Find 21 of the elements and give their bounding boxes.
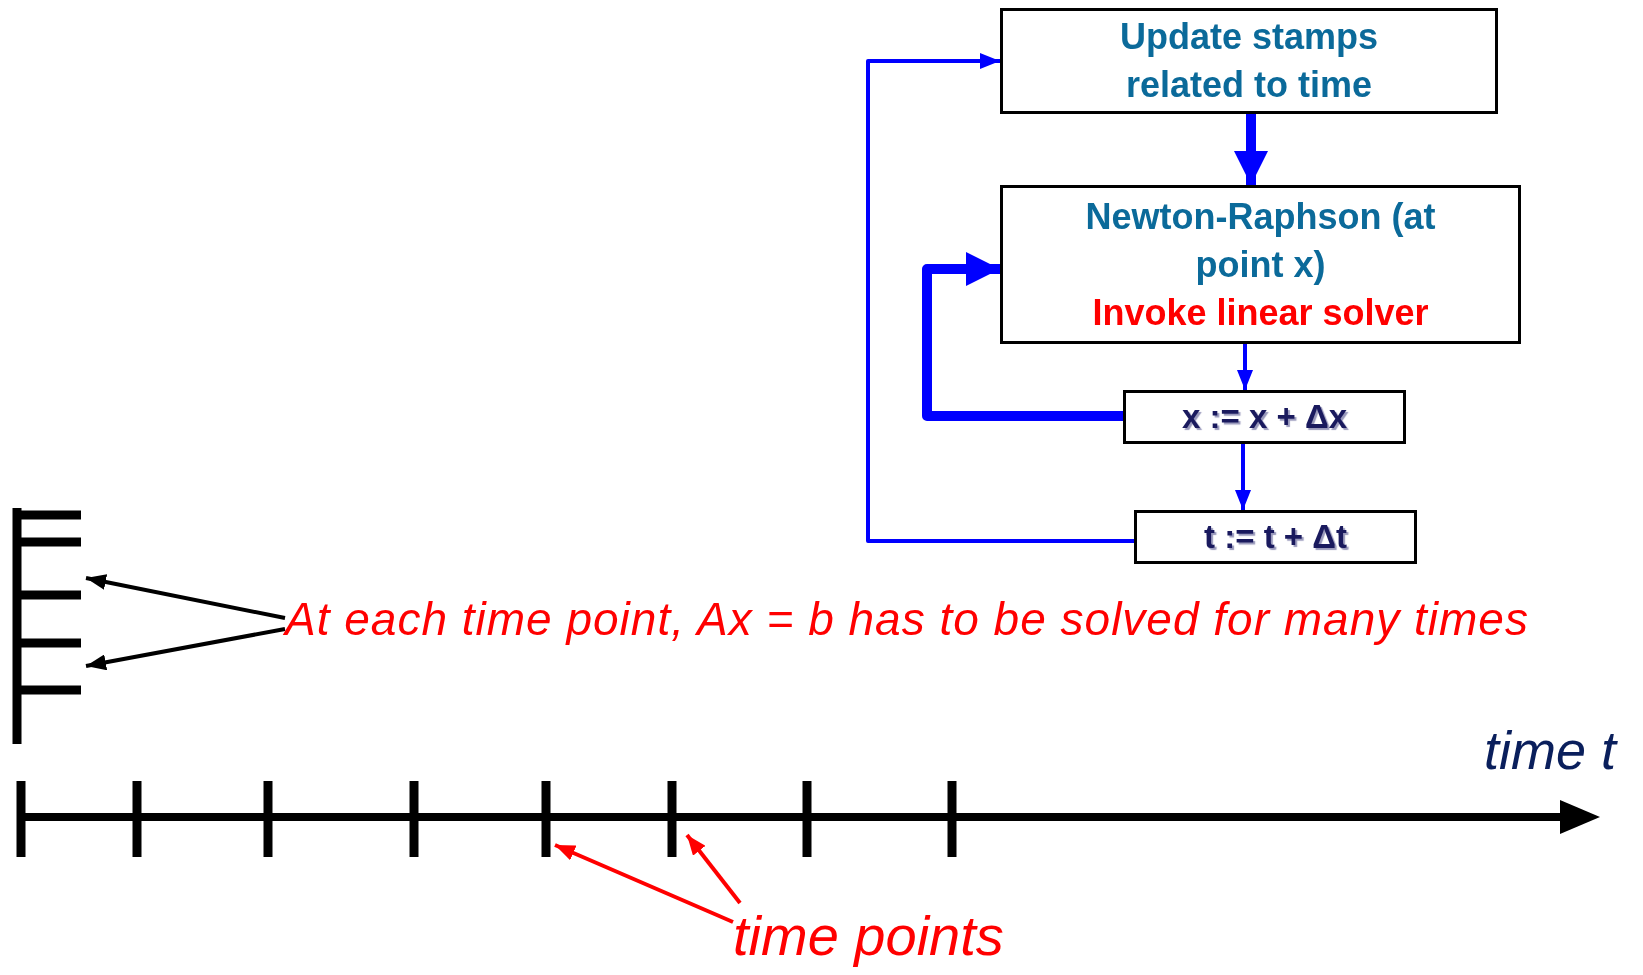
- arrow: [1234, 114, 1268, 185]
- arrow: [1237, 344, 1253, 390]
- box-text: Update stamps related to time: [1118, 15, 1380, 107]
- annotation-text: time points: [733, 904, 1004, 968]
- box-note: Invoke linear solver: [1092, 290, 1429, 335]
- arrow: [85, 627, 286, 671]
- box-text: Newton-Raphson (at point x): [1084, 194, 1437, 287]
- process-box: [1000, 185, 1521, 344]
- arrow: [922, 252, 1123, 421]
- process-box: [1123, 390, 1406, 444]
- box-text: t := t + Δt: [1204, 517, 1347, 557]
- process-box: [1134, 510, 1417, 564]
- arrow: [85, 574, 286, 620]
- annotation-text: At each time point, Ax = b has to be solved for many times: [285, 592, 1529, 646]
- box-text: x := x + Δx: [1182, 397, 1347, 437]
- leader-arrow: [554, 843, 734, 924]
- arrow: [866, 53, 1134, 543]
- process-box: [1000, 8, 1498, 114]
- leader-arrow: [685, 833, 742, 905]
- arrow: [1235, 444, 1251, 510]
- axis-label: time t: [1484, 719, 1617, 782]
